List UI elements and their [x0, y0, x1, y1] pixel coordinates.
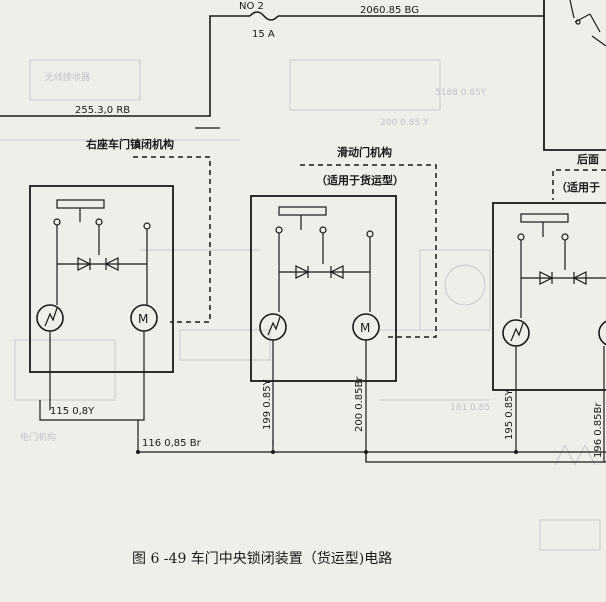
mechanism-subtitle-rear: （适用于 — [556, 180, 600, 194]
mechanism-title-right-seat: 右座车门镇闭机构 — [85, 137, 174, 151]
wire-label-right-drop-1: 195 0.85Y — [504, 388, 515, 440]
svg-text:181 0.85: 181 0.85 — [450, 403, 490, 413]
thermal-breaker-symbol — [259, 313, 287, 341]
mechanism-title-sliding: 滑动门机构 — [337, 145, 392, 159]
sliding-door-mechanism: M — [250, 164, 437, 462]
svg-text:5188 0.85Y: 5188 0.85Y — [435, 88, 487, 98]
mechanism-subtitle-sliding: （适用于货运型） — [316, 173, 404, 187]
svg-text:电门机构: 电门机构 — [20, 431, 56, 443]
wire-label-left-feed: 255.3,0 RB — [75, 105, 130, 116]
thermal-breaker-symbol — [36, 304, 64, 332]
fuse-rating: 15 A — [252, 29, 275, 40]
wire-label-top-right: 2060.85 BG — [360, 5, 419, 16]
thermal-breaker-symbol — [502, 319, 530, 347]
motor-label: M — [360, 321, 370, 335]
wire-label-slide-drop-1: 199 0.85Y — [262, 378, 273, 430]
wire-label-slide-drop-2: 200 0.85Br — [354, 376, 365, 432]
svg-text:200 0.85 Y: 200 0.85 Y — [380, 118, 429, 128]
figure-caption: 图 6 -49 车门中央锁闭装置（货运型)电路 — [132, 550, 392, 567]
background-ghost-print: 无线接收器 5188 0.85Y 200 0.85 Y 电门机构 181 0.8… — [0, 59, 601, 551]
top-feed-wiring — [0, 0, 606, 151]
motor-icon — [598, 320, 606, 346]
wire-label-left-drop: 115 0,8Y — [50, 406, 95, 417]
fuse-symbol — [249, 11, 279, 21]
wire-label-bottom-bus: 116 0,85 Br — [142, 438, 202, 449]
bottom-bus-wiring — [39, 400, 606, 463]
rear-door-mechanism — [492, 169, 606, 462]
mechanism-title-rear: 后面 — [577, 152, 599, 166]
motor-label: M — [138, 312, 148, 326]
svg-text:无线接收器: 无线接收器 — [45, 71, 90, 83]
fuse-name: NO 2 — [239, 1, 264, 12]
right-seat-door-lock-mechanism: M — [29, 156, 211, 410]
wire-label-right-drop-2: 196 0.85Br — [593, 402, 604, 458]
